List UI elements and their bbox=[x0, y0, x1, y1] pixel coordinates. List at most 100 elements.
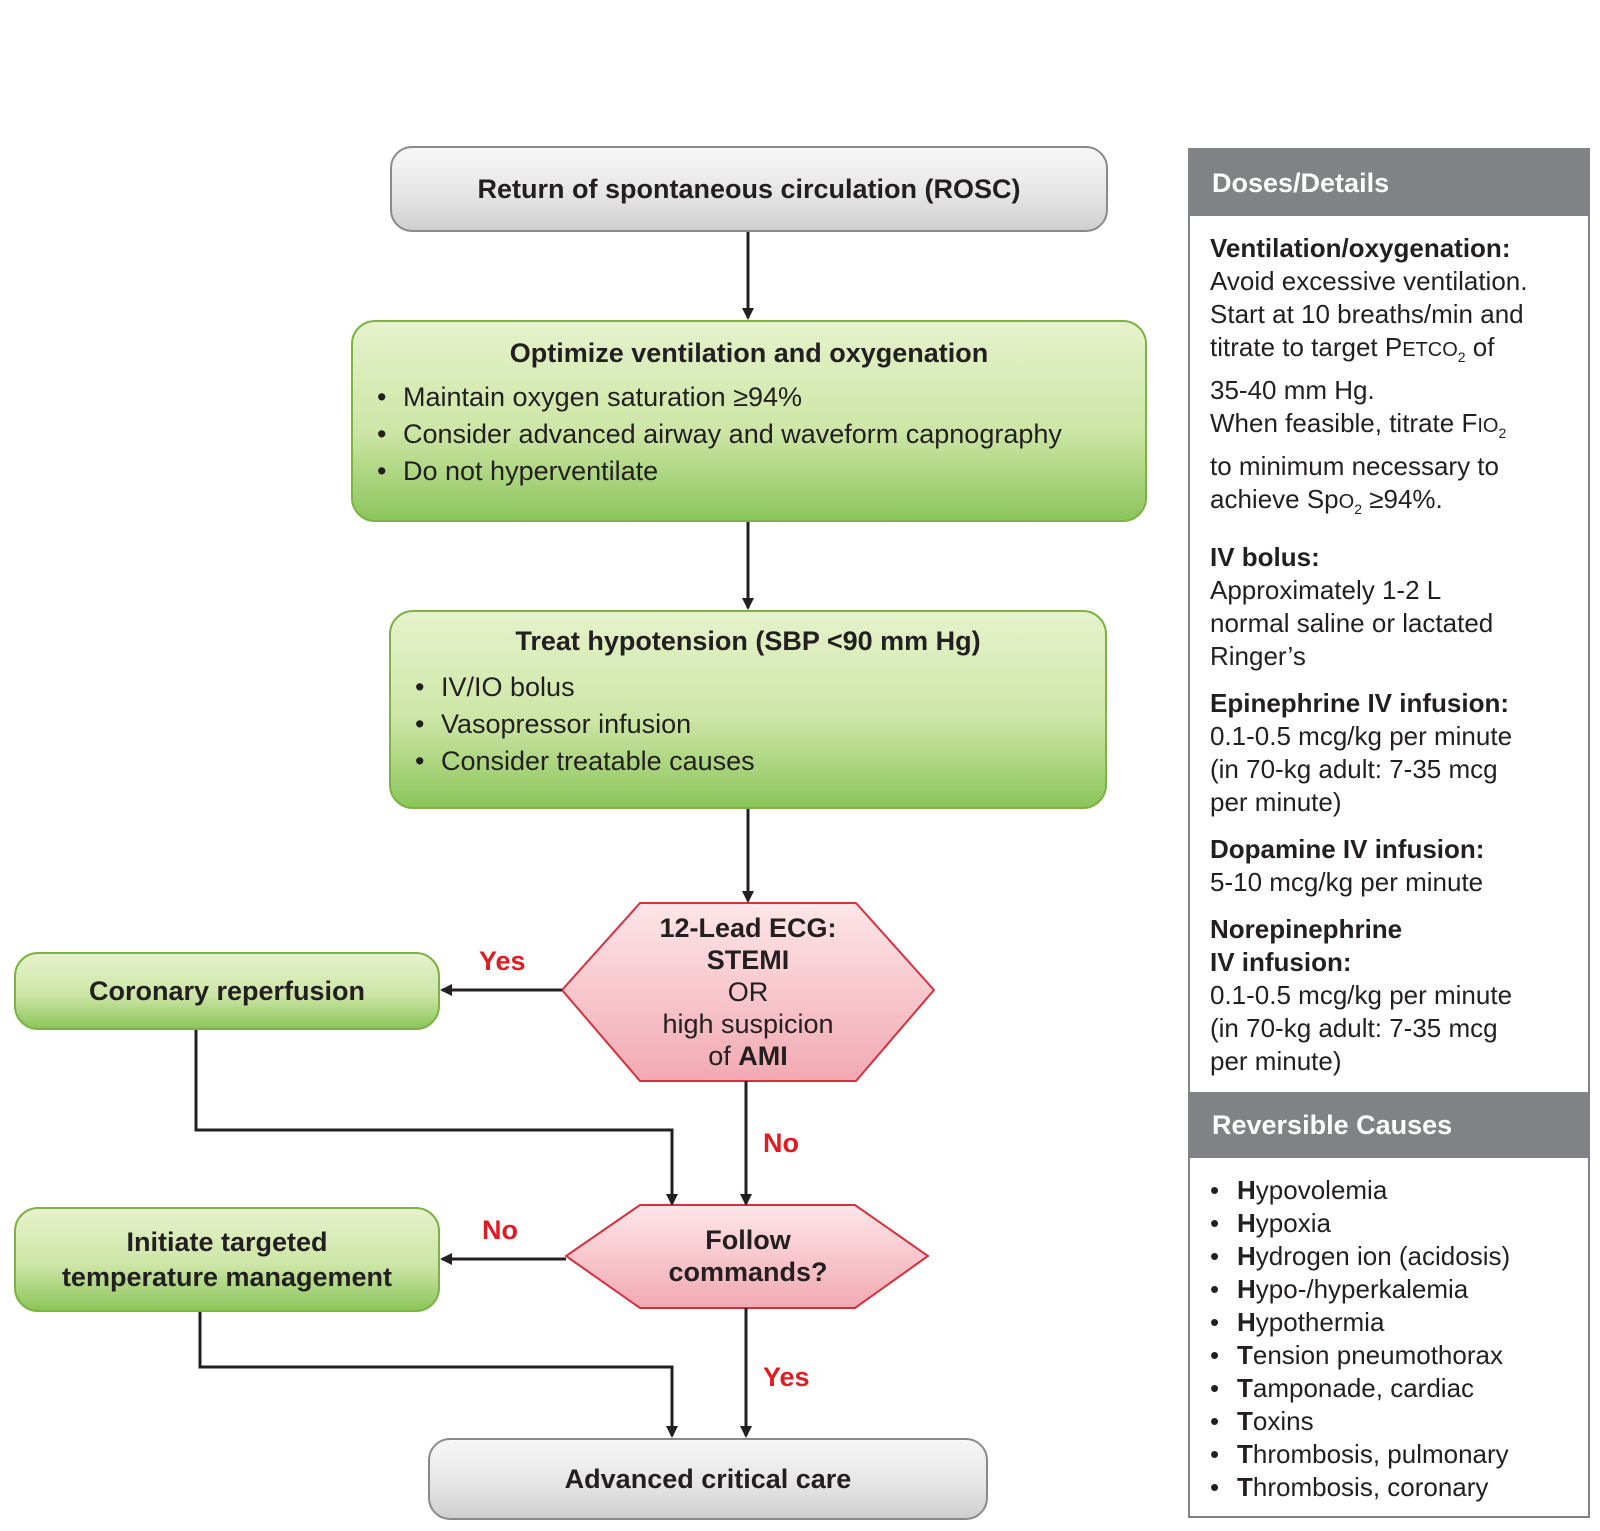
dopamine-line: 5-10 mcg/kg per minute bbox=[1210, 866, 1484, 897]
ecg-line1: 12-Lead ECG: bbox=[659, 913, 837, 943]
ttm-line1: Initiate targeted bbox=[126, 1226, 328, 1257]
follow-decision-text: Follow commands? bbox=[590, 1224, 906, 1288]
yes-label-follow: Yes bbox=[763, 1362, 810, 1392]
coronary-reperfusion-box: Coronary reperfusion bbox=[14, 952, 440, 1030]
ventilation-section: Ventilation/oxygenation: Avoid excessive… bbox=[1210, 232, 1568, 527]
cause-initial: T bbox=[1237, 1439, 1253, 1469]
cause-rest: ypoxia bbox=[1255, 1208, 1331, 1238]
hypotension-item: IV/IO bolus bbox=[415, 669, 1081, 706]
doses-header: Doses/Details bbox=[1190, 150, 1588, 216]
reversible-cause-item: Thrombosis, pulmonary bbox=[1208, 1438, 1570, 1471]
reversible-cause-item: Hypovolemia bbox=[1208, 1174, 1570, 1207]
norepinephrine-line: 0.1-0.5 mcg/kg per minute bbox=[1210, 979, 1513, 1010]
ventilation-line: 35-40 mm Hg. bbox=[1210, 375, 1375, 406]
ttm-box: Initiate targeted temperature management bbox=[14, 1207, 440, 1312]
reversible-cause-item: Hypoxia bbox=[1208, 1207, 1570, 1240]
reversible-cause-item: Hydrogen ion (acidosis) bbox=[1208, 1240, 1570, 1273]
cause-rest: oxins bbox=[1252, 1406, 1314, 1436]
reversible-cause-item: Tension pneumothorax bbox=[1208, 1339, 1570, 1372]
norepinephrine-line: (in 70-kg adult: 7-35 mcg bbox=[1210, 1012, 1498, 1043]
bolus-section: IV bolus: Approximately 1-2 L normal sal… bbox=[1210, 541, 1568, 673]
rosc-label: Return of spontaneous circulation (ROSC) bbox=[477, 173, 1021, 204]
cause-initial: T bbox=[1237, 1373, 1253, 1403]
follow-line1: Follow bbox=[705, 1225, 791, 1255]
cause-initial: H bbox=[1237, 1175, 1256, 1205]
cause-rest: ypo-/hyperkalemia bbox=[1255, 1274, 1469, 1304]
epinephrine-title: Epinephrine IV infusion: bbox=[1210, 687, 1509, 718]
ventilation-line: achieve SpO2 ≥94%. bbox=[1210, 484, 1443, 518]
epinephrine-line: per minute) bbox=[1210, 786, 1342, 817]
cause-rest: hrombosis, coronary bbox=[1252, 1472, 1489, 1502]
norepinephrine-section: Norepinephrine IV infusion: 0.1-0.5 mcg/… bbox=[1210, 913, 1568, 1078]
bolus-line: Ringer’s bbox=[1210, 640, 1306, 671]
cause-rest: ension pneumothorax bbox=[1252, 1340, 1503, 1370]
cause-rest: hrombosis, pulmonary bbox=[1252, 1439, 1509, 1469]
ventilation-line: Start at 10 breaths/min and bbox=[1210, 299, 1524, 329]
cause-rest: ydrogen ion (acidosis) bbox=[1255, 1241, 1511, 1271]
no-label-follow: No bbox=[482, 1215, 518, 1245]
hypotension-list: IV/IO bolus Vasopressor infusion Conside… bbox=[415, 669, 1081, 780]
optimize-item: Maintain oxygen saturation ≥94% bbox=[377, 379, 1121, 416]
epinephrine-line: 0.1-0.5 mcg/kg per minute bbox=[1210, 720, 1513, 751]
cause-rest: ypothermia bbox=[1255, 1307, 1385, 1337]
yes-label-ecg: Yes bbox=[479, 946, 526, 976]
cause-initial: T bbox=[1237, 1472, 1253, 1502]
hypotension-item: Consider treatable causes bbox=[415, 743, 1081, 780]
optimize-item: Consider advanced airway and waveform ca… bbox=[377, 416, 1121, 453]
cause-initial: H bbox=[1237, 1274, 1256, 1304]
norepinephrine-title: IV infusion: bbox=[1210, 946, 1352, 977]
optimize-list: Maintain oxygen saturation ≥94% Consider… bbox=[377, 379, 1121, 490]
no-label-ecg: No bbox=[763, 1128, 799, 1158]
cause-initial: T bbox=[1237, 1340, 1253, 1370]
hypotension-title: Treat hypotension (SBP <90 mm Hg) bbox=[515, 626, 981, 656]
dopamine-title: Dopamine IV infusion: bbox=[1210, 833, 1485, 864]
bolus-title: IV bolus: bbox=[1210, 541, 1320, 572]
cause-rest: ypovolemia bbox=[1255, 1175, 1388, 1205]
follow-line2: commands? bbox=[668, 1257, 828, 1287]
norepinephrine-title: Norepinephrine bbox=[1210, 913, 1403, 944]
bolus-line: normal saline or lactated bbox=[1210, 607, 1494, 638]
ventilation-line: When feasible, titrate FIO2 bbox=[1210, 408, 1507, 442]
hypotension-item: Vasopressor infusion bbox=[415, 706, 1081, 743]
arrow-ttm-to-advanced bbox=[198, 1312, 678, 1438]
ttm-line2: temperature management bbox=[61, 1261, 393, 1292]
ventilation-line: Avoid excessive ventilation. bbox=[1210, 266, 1528, 296]
advanced-label: Advanced critical care bbox=[564, 1463, 852, 1494]
cause-initial: H bbox=[1237, 1208, 1256, 1238]
epinephrine-section: Epinephrine IV infusion: 0.1-0.5 mcg/kg … bbox=[1210, 687, 1568, 819]
arrow-coronary-to-follow bbox=[194, 1030, 678, 1206]
reversible-causes-header: Reversible Causes bbox=[1190, 1092, 1588, 1158]
bolus-line: Approximately 1-2 L bbox=[1210, 574, 1442, 605]
cause-initial: H bbox=[1237, 1241, 1256, 1271]
optimize-ventilation-box: Optimize ventilation and oxygenation Mai… bbox=[351, 320, 1147, 522]
follow-hexagon bbox=[564, 1204, 930, 1309]
doses-body: Ventilation/oxygenation: Avoid excessive… bbox=[1190, 216, 1588, 1078]
doses-details-panel: Doses/Details Ventilation/oxygenation: A… bbox=[1188, 148, 1590, 1518]
rosc-box: Return of spontaneous circulation (ROSC) bbox=[390, 146, 1108, 232]
cause-initial: T bbox=[1237, 1406, 1253, 1436]
ecg-decision-text: 12-Lead ECG: STEMI OR high suspicion of … bbox=[590, 912, 906, 1072]
reversible-cause-item: Toxins bbox=[1208, 1405, 1570, 1438]
ecg-line5-pre: of bbox=[708, 1041, 739, 1071]
reversible-causes-list: HypovolemiaHypoxiaHydrogen ion (acidosis… bbox=[1208, 1174, 1570, 1504]
ventilation-line: titrate to target PETCO2 of bbox=[1210, 332, 1495, 366]
ecg-line2: STEMI bbox=[706, 945, 790, 975]
ecg-line5-bold: AMI bbox=[738, 1041, 788, 1071]
coronary-label: Coronary reperfusion bbox=[88, 975, 366, 1006]
ecg-line4: high suspicion bbox=[662, 1009, 834, 1039]
hypotension-box: Treat hypotension (SBP <90 mm Hg) IV/IO … bbox=[389, 610, 1107, 809]
reversible-cause-item: Thrombosis, coronary bbox=[1208, 1471, 1570, 1504]
ecg-line3: OR bbox=[727, 977, 769, 1007]
optimize-item: Do not hyperventilate bbox=[377, 453, 1121, 490]
norepinephrine-line: per minute) bbox=[1210, 1045, 1342, 1076]
advanced-care-box: Advanced critical care bbox=[428, 1438, 988, 1520]
epinephrine-line: (in 70-kg adult: 7-35 mcg bbox=[1210, 753, 1498, 784]
reversible-cause-item: Hypothermia bbox=[1208, 1306, 1570, 1339]
ventilation-line: to minimum necessary to bbox=[1210, 451, 1499, 482]
optimize-title: Optimize ventilation and oxygenation bbox=[509, 338, 989, 368]
dopamine-section: Dopamine IV infusion: 5-10 mcg/kg per mi… bbox=[1210, 833, 1568, 899]
ventilation-title: Ventilation/oxygenation: bbox=[1210, 233, 1511, 263]
reversible-cause-item: Hypo-/hyperkalemia bbox=[1208, 1273, 1570, 1306]
cause-initial: H bbox=[1237, 1307, 1256, 1337]
